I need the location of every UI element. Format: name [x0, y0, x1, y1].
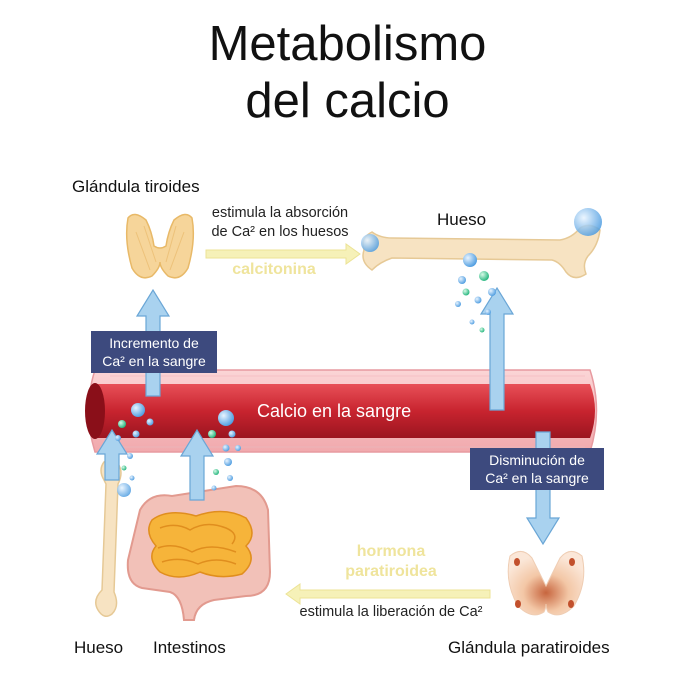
calcitonin-label: calcitonina [232, 261, 316, 278]
intestines-label: Intestinos [153, 638, 226, 657]
increase-line-2: Ca² en la sangre [102, 353, 206, 369]
calcitonin-arrow [205, 243, 361, 265]
stimulates-release-text: estimula la liberación de Ca² [299, 604, 483, 620]
parathyroid-label: Glándula paratiroides [448, 638, 610, 657]
stimulates-absorption-text: estimula la absorción de Ca² en los hues… [196, 204, 364, 242]
calcium-particles-bone [455, 253, 496, 333]
increase-line-1: Incremento de [109, 335, 199, 351]
arrow-up-from-intestines [179, 428, 215, 501]
blood-vessel [85, 369, 598, 453]
decrease-line-1: Disminución de [489, 452, 585, 468]
increase-calcium-box: Incremento de Ca² en la sangre [91, 331, 217, 373]
parathyroid-gland [507, 551, 585, 616]
parathyroid-hormone-label: hormona paratiroidea [326, 542, 456, 582]
thyroid-label: Glándula tiroides [72, 177, 200, 196]
parathyroid-hormone-arrow [285, 583, 491, 605]
stimulates-absorption-line-2: de Ca² en los huesos [211, 224, 349, 240]
blood-calcium-label: Calcio en la sangre [257, 401, 412, 421]
calcium-particles-absorbed [121, 453, 233, 491]
pth-line-1: hormona [356, 543, 426, 560]
pth-line-2: paratiroidea [345, 563, 437, 580]
decrease-calcium-box: Disminución de Ca² en la sangre [470, 448, 604, 490]
title-line-2: del calcio [245, 74, 450, 128]
bone-top-label: Hueso [437, 210, 487, 229]
arrow-up-from-bone [95, 428, 129, 481]
bone-bottom [95, 458, 131, 617]
title-line-1: Metabolismo [208, 17, 487, 71]
calcium-particles-blood [115, 403, 241, 452]
bone-top [361, 208, 602, 279]
stimulates-absorption-line-1: estimula la absorción [211, 205, 349, 221]
intestines [126, 484, 272, 621]
bone-bottom-label: Hueso [74, 638, 124, 657]
thyroid-gland [125, 213, 195, 279]
decrease-line-2: Ca² en la sangre [485, 470, 589, 486]
page-title: Metabolismo del calcio [0, 16, 695, 130]
